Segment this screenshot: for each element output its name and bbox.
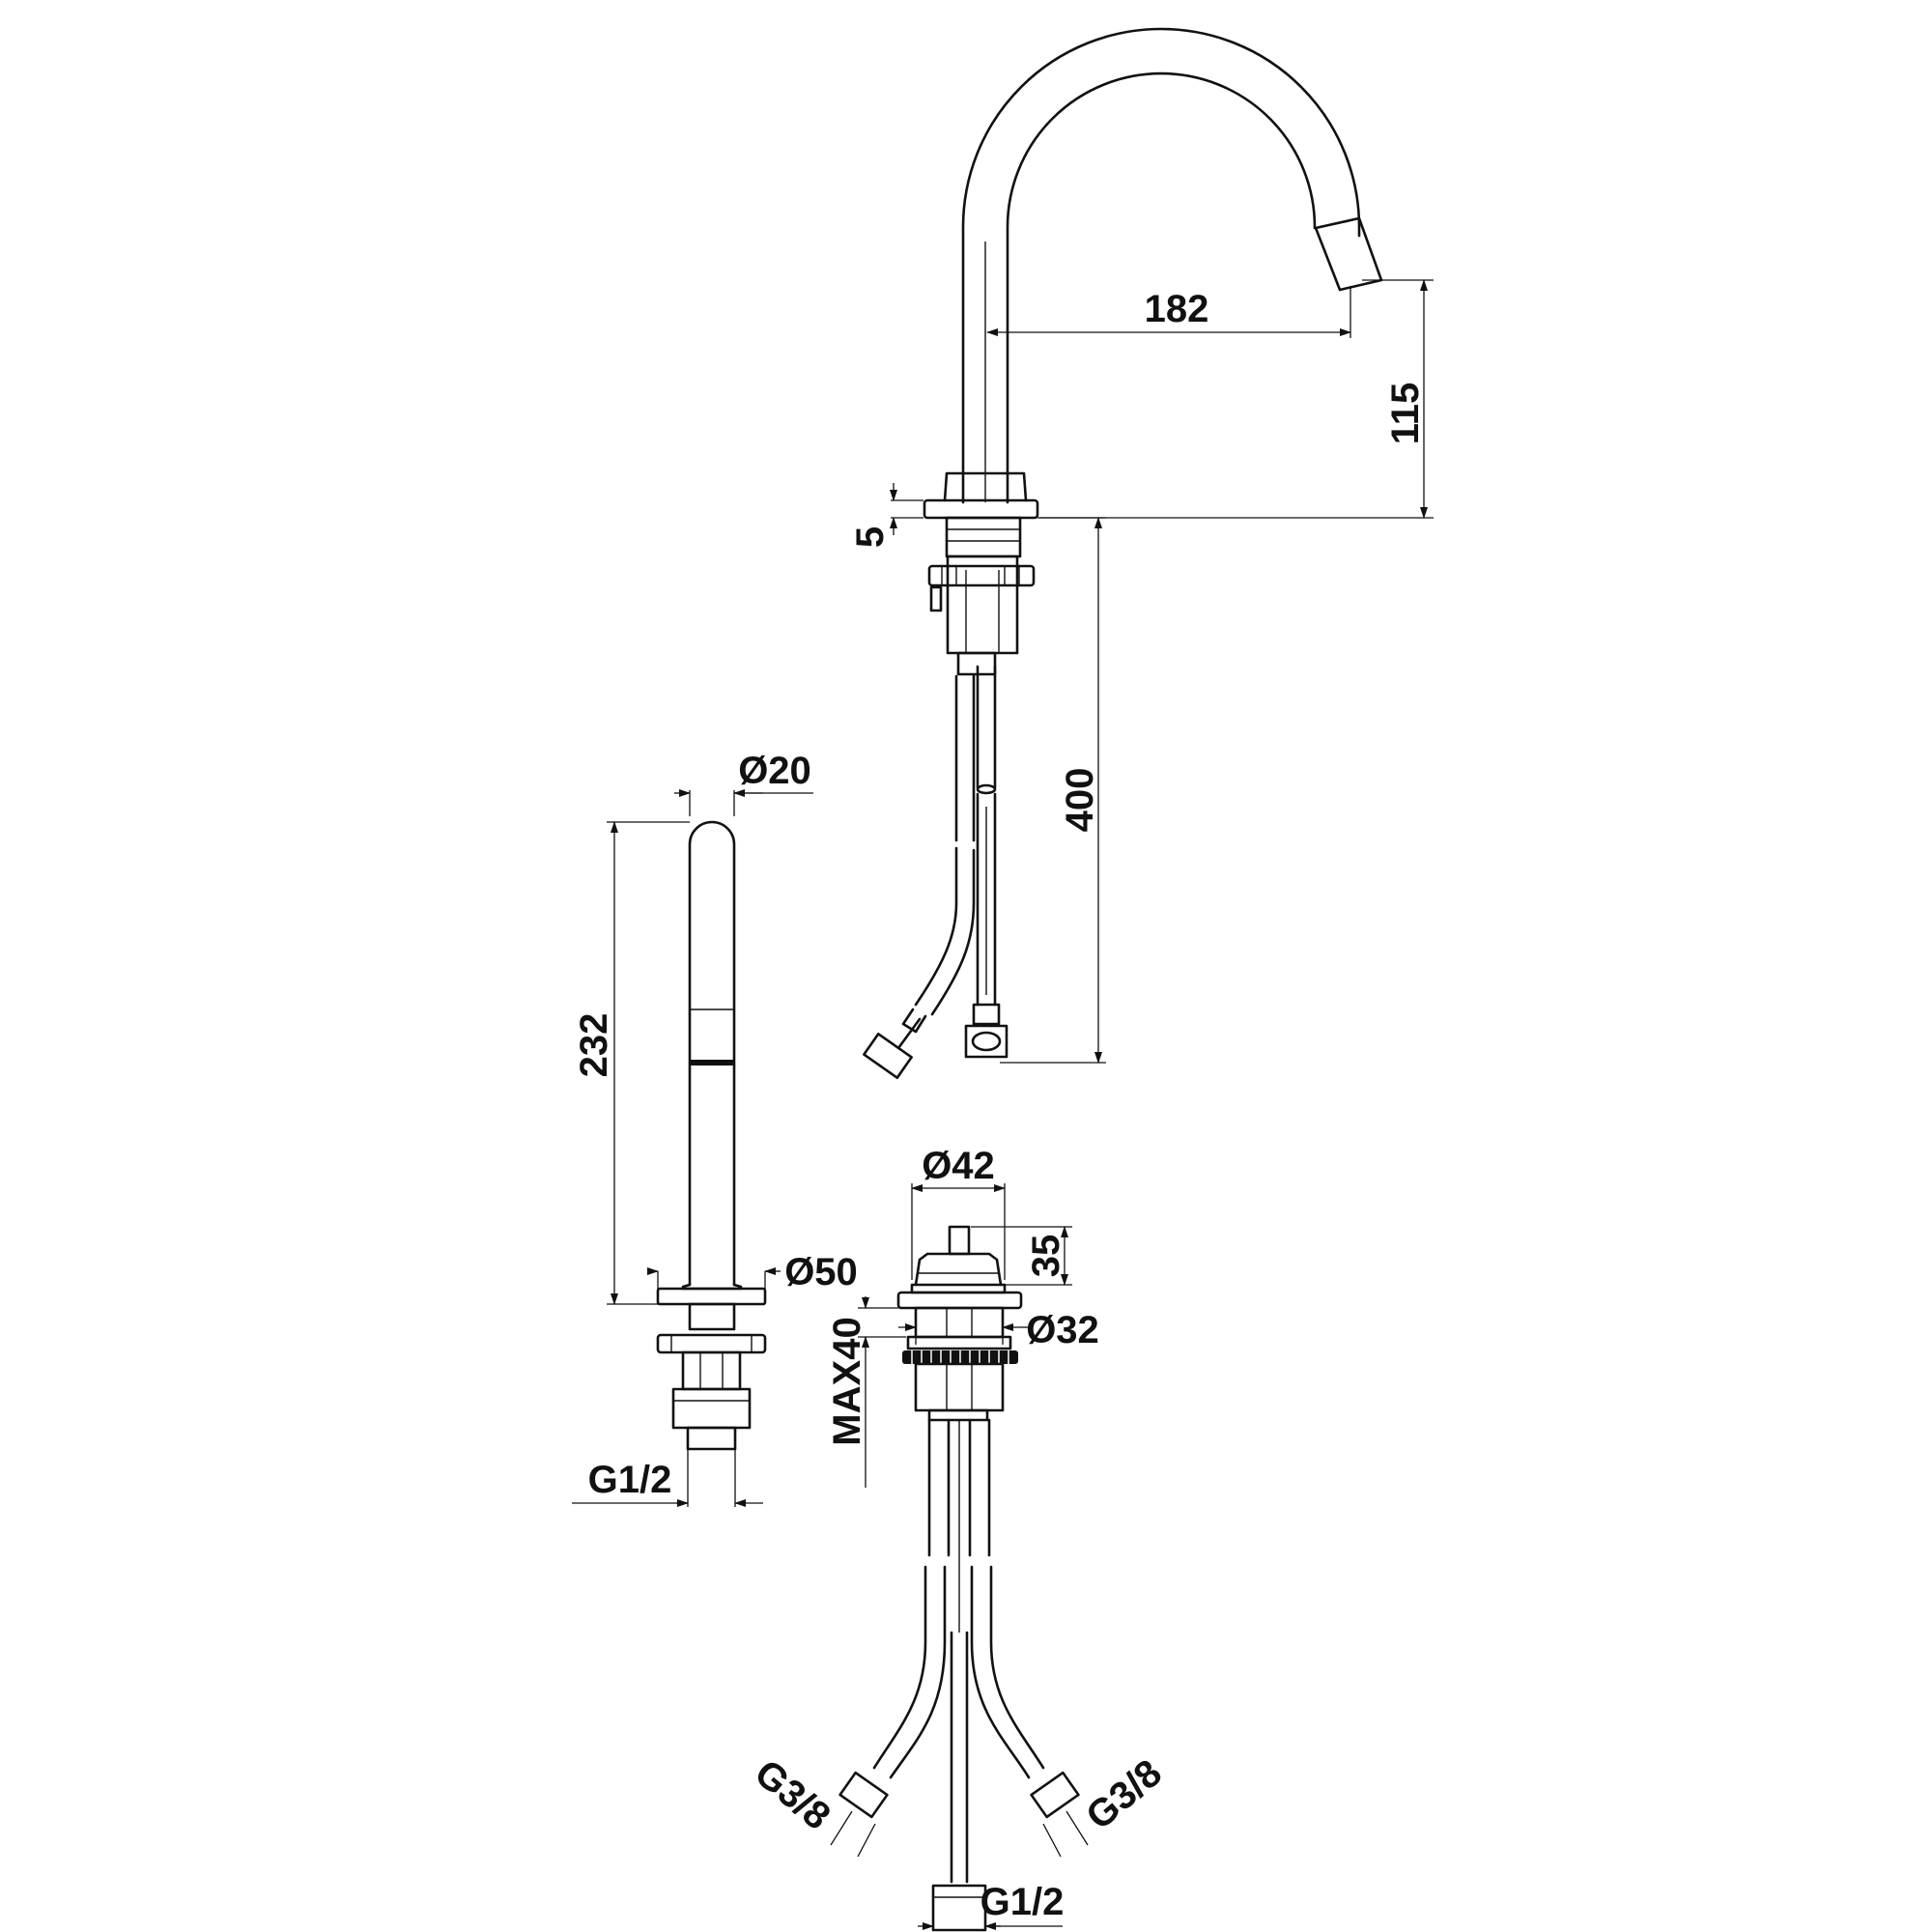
handle-rod [688, 820, 736, 1287]
valve-hose-right [968, 1418, 991, 1557]
dim-max-deck-thickness: MAX40 [826, 1317, 868, 1445]
dim-hose-thread-left: G3/8 [747, 1751, 838, 1837]
dim-handle-height: 232 [573, 1013, 615, 1078]
valve-inlet-nut [931, 1884, 987, 1932]
valve-body [914, 1362, 1005, 1412]
valve-hose-nut-right [1030, 1771, 1080, 1819]
dim-handle-diameter: Ø20 [738, 750, 811, 792]
spout-assembly [863, 27, 1383, 1079]
valve-assembly [838, 1225, 1080, 1932]
spout-hose-right [976, 792, 997, 1007]
spout-shank [946, 554, 1019, 655]
dim-spout-height: 115 [1384, 383, 1427, 445]
spout-escutcheon [943, 471, 1028, 502]
spout-lock-nut [927, 564, 1036, 587]
dim-handle-base-diameter: Ø50 [784, 1251, 858, 1293]
dim-valve-shank-diameter: Ø32 [1026, 1309, 1099, 1351]
dim-hose-thread-right: G3/8 [1078, 1751, 1170, 1837]
handle-assembly [656, 820, 767, 1451]
spout-body [961, 27, 1361, 504]
spout-deck-plate [923, 498, 1039, 520]
spout-body-inner [1006, 71, 1317, 504]
valve-hose-nut-left [838, 1771, 889, 1819]
handle-connection-nut [671, 1387, 752, 1430]
dim-deck-plate-thickness: 5 [849, 526, 892, 548]
dim-inlet-connection: G1/2 [980, 1881, 1065, 1923]
valve-cap [914, 1252, 1003, 1287]
spout-hose-left [914, 674, 976, 1016]
spout-hose-nut-left [863, 1033, 913, 1079]
handle-base-plate [656, 1287, 767, 1306]
valve-spindle [948, 1225, 971, 1256]
dim-spout-reach: 182 [1145, 288, 1209, 330]
valve-hose-left [927, 1418, 951, 1557]
spout-outlet [1314, 216, 1383, 292]
handle-lock-nut [656, 1333, 767, 1354]
dim-handle-connection: G1/2 [588, 1459, 672, 1501]
handle-dimensions: Ø20 232 Ø50 G1/2 [572, 750, 858, 1507]
dim-hose-length: 400 [1059, 768, 1101, 833]
spout-dimensions: 115 182 5 400 [849, 279, 1434, 1064]
dim-valve-spindle: 35 [1025, 1235, 1067, 1278]
dim-valve-diameter: Ø42 [922, 1145, 995, 1187]
valve-deck-plate [896, 1291, 1023, 1310]
spout-hose-nut-right [964, 1024, 1009, 1059]
